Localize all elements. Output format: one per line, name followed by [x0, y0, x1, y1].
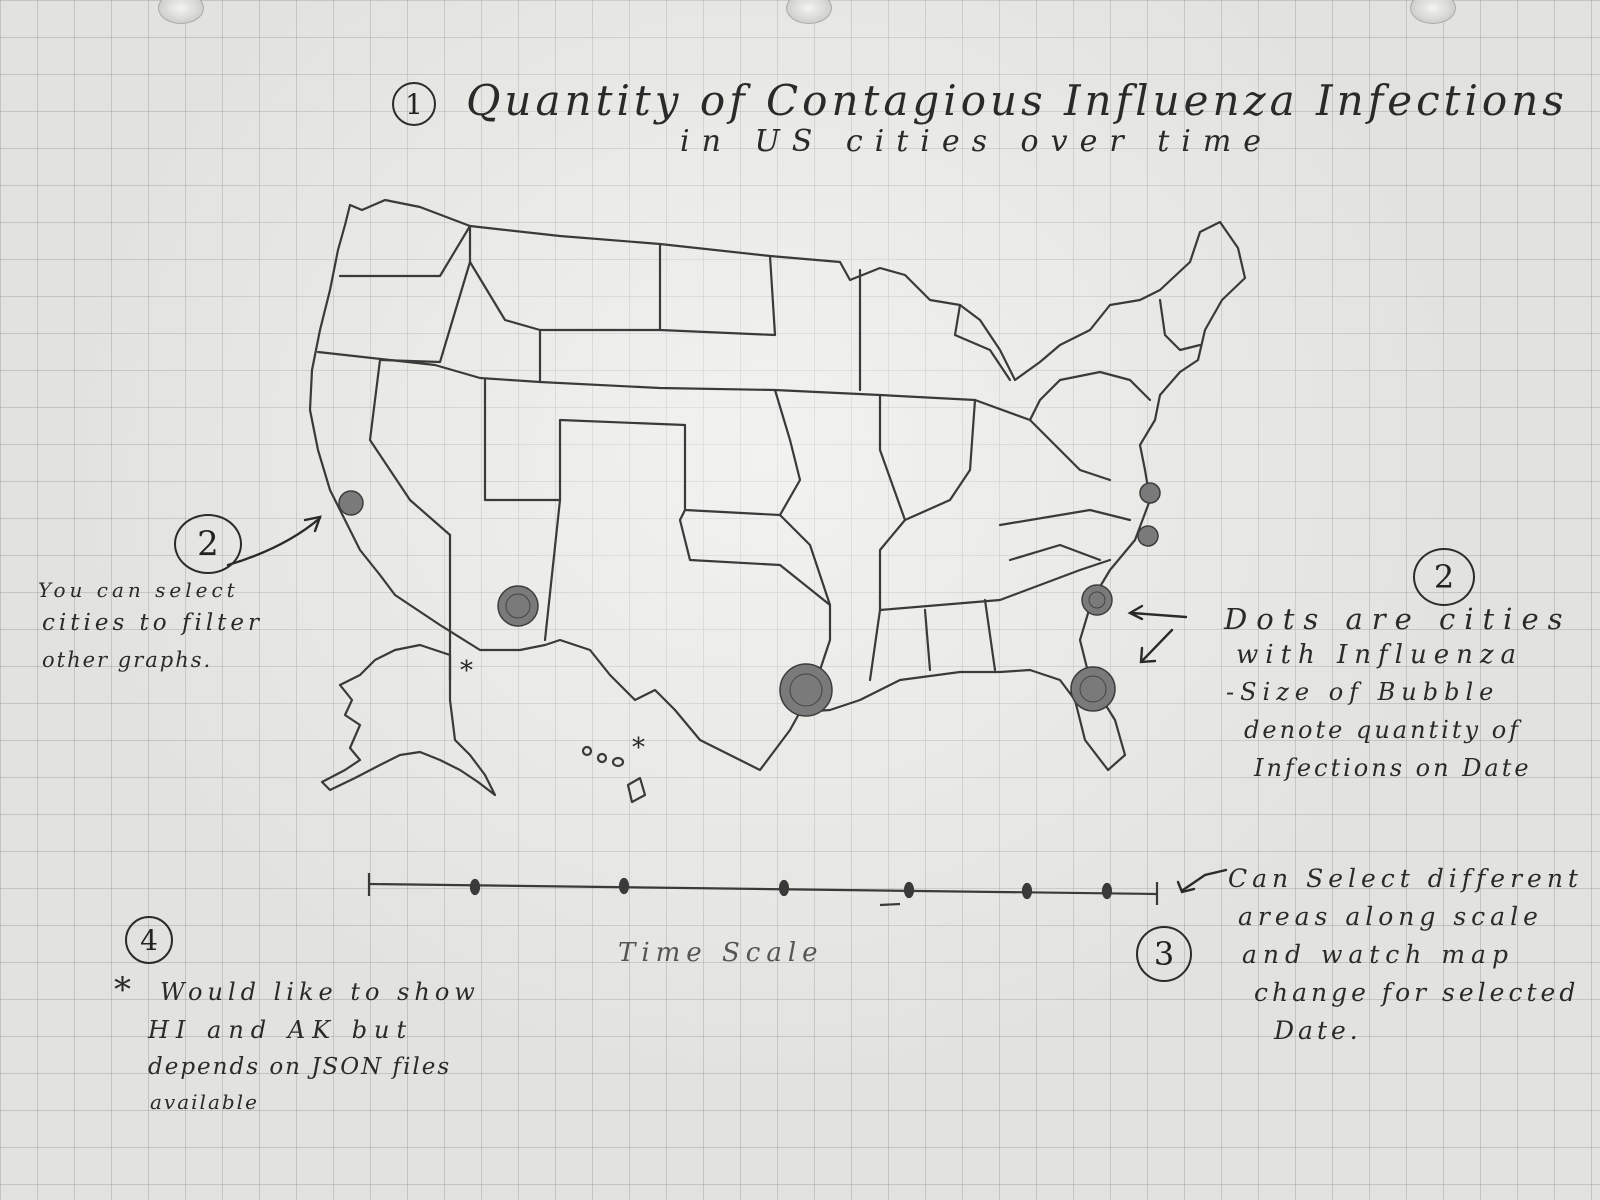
left-note-line: other graphs. [42, 648, 213, 672]
timeline-tick[interactable] [1101, 882, 1113, 900]
left-note-number-circle: 2 [174, 514, 242, 574]
timeline-note-line: Date. [1274, 1016, 1362, 1045]
left-note-arrow [226, 516, 322, 567]
bottom-note-number: 4 [140, 923, 158, 957]
bottom-note-line: available [150, 1090, 259, 1114]
timeline-tick[interactable] [1021, 882, 1033, 900]
timeline-note-line: areas along scale [1238, 902, 1543, 931]
right-note-arrow-2 [1140, 628, 1174, 663]
right-note-line: Infections on Date [1254, 754, 1532, 782]
timeline-tick[interactable] [778, 879, 790, 897]
time-scale-line [368, 882, 1158, 896]
title-number-circle: 1 [392, 82, 436, 126]
right-note-arrow-1 [1130, 611, 1188, 619]
timeline-tick[interactable] [618, 877, 630, 895]
right-note-line: denote quantity of [1244, 716, 1522, 744]
city-bubble[interactable] [1139, 482, 1161, 504]
city-bubble[interactable] [1070, 666, 1116, 712]
city-bubble[interactable] [338, 490, 364, 516]
timeline-number-circle: 3 [1136, 926, 1192, 982]
timeline-number: 3 [1153, 935, 1175, 973]
right-note-number-circle: 2 [1413, 548, 1475, 606]
right-note-line: Dots are cities [1224, 602, 1572, 636]
bottom-note-star: * [114, 970, 134, 1010]
city-bubble[interactable] [1137, 525, 1159, 547]
timeline-note-line: change for selected [1254, 978, 1580, 1007]
city-bubble[interactable] [1081, 584, 1113, 616]
right-note-line: with Influenza [1236, 640, 1524, 670]
page-title: Quantity of Contagious Influenza Infecti… [466, 76, 1568, 125]
timeline-note-line: and watch map [1242, 940, 1514, 969]
city-bubble[interactable] [497, 585, 539, 627]
bottom-note-number-circle: 4 [125, 916, 173, 964]
page-subtitle: in US cities over time [680, 124, 1274, 159]
right-note-line: -Size of Bubble [1226, 678, 1500, 706]
timeline-tick[interactable] [469, 878, 481, 896]
hawaii-star: * [632, 733, 648, 763]
alaska-star: * [460, 656, 476, 686]
bottom-note-line: Would like to show [160, 978, 480, 1006]
city-bubble[interactable] [779, 663, 833, 717]
time-scale-label: Time Scale [618, 938, 824, 968]
bottom-note-line: HI and AK but [148, 1016, 414, 1044]
left-note-line: You can select [38, 578, 239, 602]
title-number: 1 [405, 87, 423, 121]
timeline-tick[interactable] [903, 881, 915, 899]
alaska-outline [320, 643, 497, 797]
bottom-note-line: depends on JSON files [148, 1054, 452, 1080]
right-note-number: 2 [1433, 558, 1455, 596]
left-note-number: 2 [197, 524, 219, 564]
timeline-note-arrow [1181, 868, 1228, 892]
left-note-line: cities to filter [42, 610, 264, 636]
timeline-note-line: Can Select different [1228, 864, 1583, 893]
